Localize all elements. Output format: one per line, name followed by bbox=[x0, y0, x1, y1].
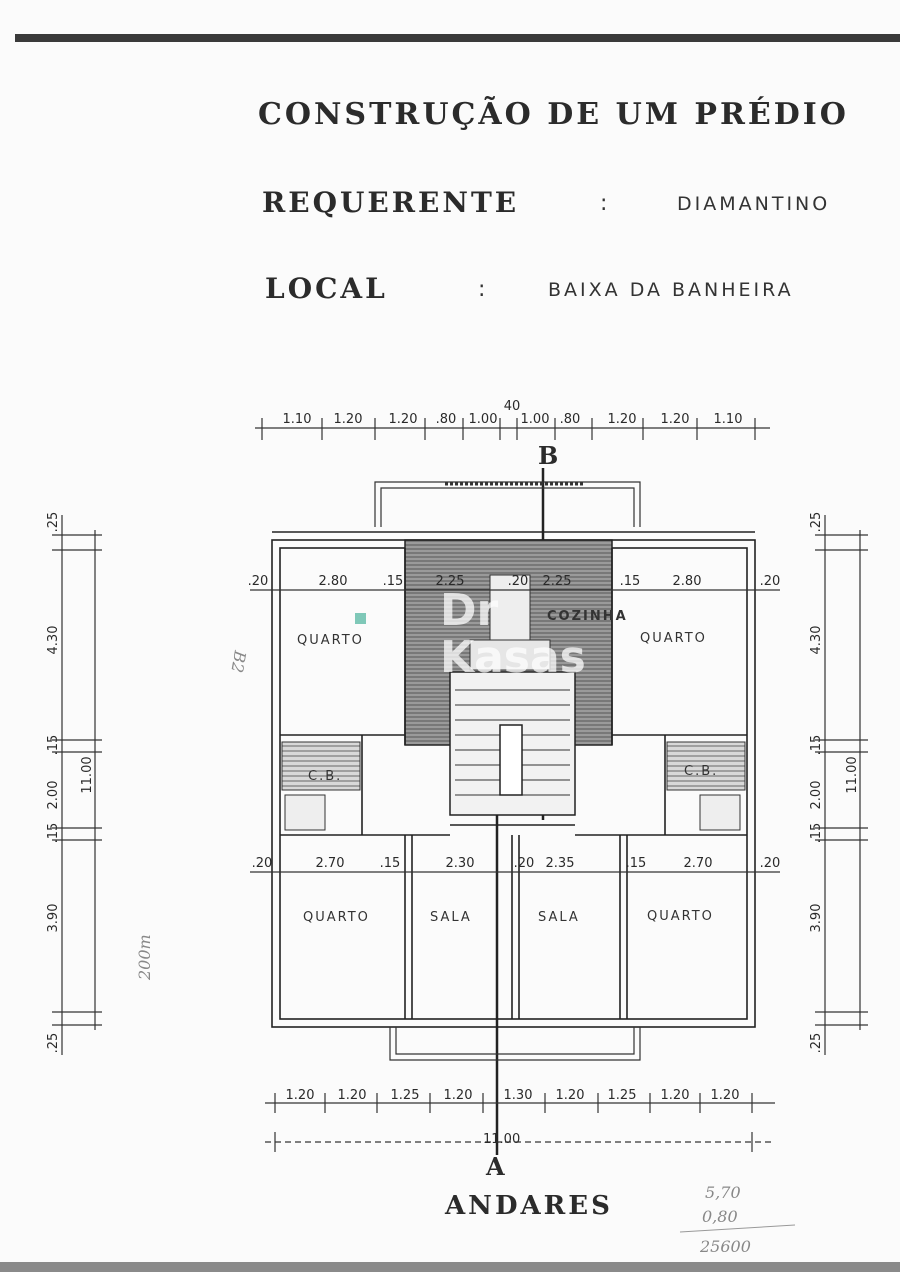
top-dimension-label: 1.20 bbox=[334, 412, 363, 427]
watermark-line-2: Kasas bbox=[440, 632, 586, 683]
lower-row-dimension-label: .20 bbox=[514, 856, 535, 871]
lower-row-dimension-label: 2.35 bbox=[546, 856, 575, 871]
top-dimension-label: 1.20 bbox=[608, 412, 637, 427]
room-cb-left: C.B. bbox=[308, 769, 342, 784]
building-walls bbox=[271, 531, 756, 1061]
upper-row-dimension-label: .15 bbox=[620, 574, 641, 589]
lower-row-dimension-label: .15 bbox=[626, 856, 647, 871]
upper-row-dimension-label: .20 bbox=[760, 574, 781, 589]
bottom-dimension-line: 1.20 1.20 1.25 1.20 1.30 1.20 1.25 1.20 1.20 bbox=[265, 1088, 775, 1152]
top-dimension-label: 1.10 bbox=[714, 412, 743, 427]
room-quarto-top-right: QUARTO bbox=[640, 631, 707, 646]
right-dimension-label: 3.90 bbox=[809, 904, 824, 933]
upper-row-dimension-label: 2.25 bbox=[543, 574, 572, 589]
lower-row-dimension-label: .20 bbox=[252, 856, 273, 871]
right-dimension-label: .25 bbox=[809, 1033, 824, 1054]
location-separator: : bbox=[478, 277, 488, 302]
top-dimension-label: 1.00 bbox=[469, 412, 498, 427]
room-cozinha: COZINHA bbox=[547, 609, 628, 624]
upper-row-dimension-label: .20 bbox=[508, 574, 529, 589]
top-dimension-label: 40 bbox=[504, 399, 521, 414]
floor-caption: ANDARES bbox=[444, 1191, 613, 1221]
handwritten-calc-2: 0,80 bbox=[702, 1207, 738, 1226]
handwritten-calc-1: 5,70 bbox=[705, 1183, 741, 1202]
right-total-dimension: 11.00 bbox=[845, 756, 860, 793]
row-dimensions-upper: .20 2.80 .15 2.25 .20 2.25 .15 2.80 .20 bbox=[248, 574, 781, 591]
room-quarto-bottom-right: QUARTO bbox=[647, 909, 714, 924]
bottom-total-dimension: 11.00 bbox=[483, 1132, 520, 1147]
right-dimension-label: .25 bbox=[809, 512, 824, 533]
left-dimension-label: 4.30 bbox=[46, 626, 61, 655]
handwritten-margin-ref: B2 bbox=[227, 648, 250, 674]
bottom-dimension-label: 1.20 bbox=[711, 1088, 740, 1103]
top-dimension-label: .80 bbox=[560, 412, 581, 427]
location-label: LOCAL bbox=[265, 272, 388, 305]
room-sala-left: SALA bbox=[430, 910, 472, 925]
bottom-dimension-label: 1.20 bbox=[286, 1088, 315, 1103]
bottom-dimension-label: 1.30 bbox=[504, 1088, 533, 1103]
upper-row-dimension-label: 2.80 bbox=[319, 574, 348, 589]
lower-row-dimension-label: .15 bbox=[380, 856, 401, 871]
applicant-separator: : bbox=[600, 191, 610, 216]
document-title: CONSTRUÇÃO DE UM PRÉDIO bbox=[258, 96, 849, 132]
lower-row-dimension-label: 2.30 bbox=[446, 856, 475, 871]
upper-row-dimension-label: 2.80 bbox=[673, 574, 702, 589]
handwritten-underline bbox=[679, 1224, 796, 1233]
bottom-dimension-label: 1.20 bbox=[444, 1088, 473, 1103]
top-dimension-label: 1.20 bbox=[661, 412, 690, 427]
bottom-dimension-label: 1.20 bbox=[661, 1088, 690, 1103]
right-dimension-label: 4.30 bbox=[809, 626, 824, 655]
upper-row-dimension-label: 2.25 bbox=[436, 574, 465, 589]
applicant-value: DIAMANTINO bbox=[677, 193, 830, 215]
top-dimension-label: .80 bbox=[436, 412, 457, 427]
bottom-dimension-label: 1.25 bbox=[608, 1088, 637, 1103]
left-total-dimension: 11.00 bbox=[80, 756, 95, 793]
left-dimension-label: 2.00 bbox=[46, 781, 61, 810]
row-dimensions-lower: .20 2.70 .15 2.30 .20 2.35 .15 2.70 .20 bbox=[250, 856, 781, 873]
bottom-dimension-label: 1.20 bbox=[338, 1088, 367, 1103]
right-dimension-label: 2.00 bbox=[809, 781, 824, 810]
room-quarto-bottom-left: QUARTO bbox=[303, 910, 370, 925]
upper-row-dimension-label: .15 bbox=[383, 574, 404, 589]
watermark-line-1: Dr bbox=[440, 585, 499, 636]
room-cb-right: C.B. bbox=[684, 764, 718, 779]
top-balcony bbox=[374, 481, 641, 527]
section-label-b: B bbox=[538, 441, 561, 470]
room-quarto-top-left: QUARTO bbox=[297, 633, 364, 648]
upper-row-dimension-label: .20 bbox=[248, 574, 269, 589]
section-label-a: A bbox=[485, 1152, 508, 1181]
handwritten-calc-result: 25600 bbox=[699, 1237, 751, 1256]
teal-marker bbox=[355, 613, 366, 624]
lower-row-dimension-label: 2.70 bbox=[684, 856, 713, 871]
bottom-border bbox=[0, 1262, 900, 1272]
top-dimension-label: 1.00 bbox=[521, 412, 550, 427]
handwritten-margin-area: 200m bbox=[135, 934, 154, 981]
applicant-label: REQUERENTE bbox=[262, 186, 519, 219]
top-border bbox=[15, 34, 900, 42]
bottom-dimension-label: 1.20 bbox=[556, 1088, 585, 1103]
left-dimension-label: .25 bbox=[46, 1033, 61, 1054]
lower-row-dimension-label: .20 bbox=[760, 856, 781, 871]
lower-row-dimension-label: 2.70 bbox=[316, 856, 345, 871]
location-value: BAIXA DA BANHEIRA bbox=[548, 279, 794, 301]
top-dimension-label: 1.20 bbox=[389, 412, 418, 427]
left-dimension-label: .25 bbox=[46, 512, 61, 533]
bottom-dimension-label: 1.25 bbox=[391, 1088, 420, 1103]
top-dimension-label: 1.10 bbox=[283, 412, 312, 427]
room-sala-right: SALA bbox=[538, 910, 580, 925]
left-dimension-label: 3.90 bbox=[46, 904, 61, 933]
